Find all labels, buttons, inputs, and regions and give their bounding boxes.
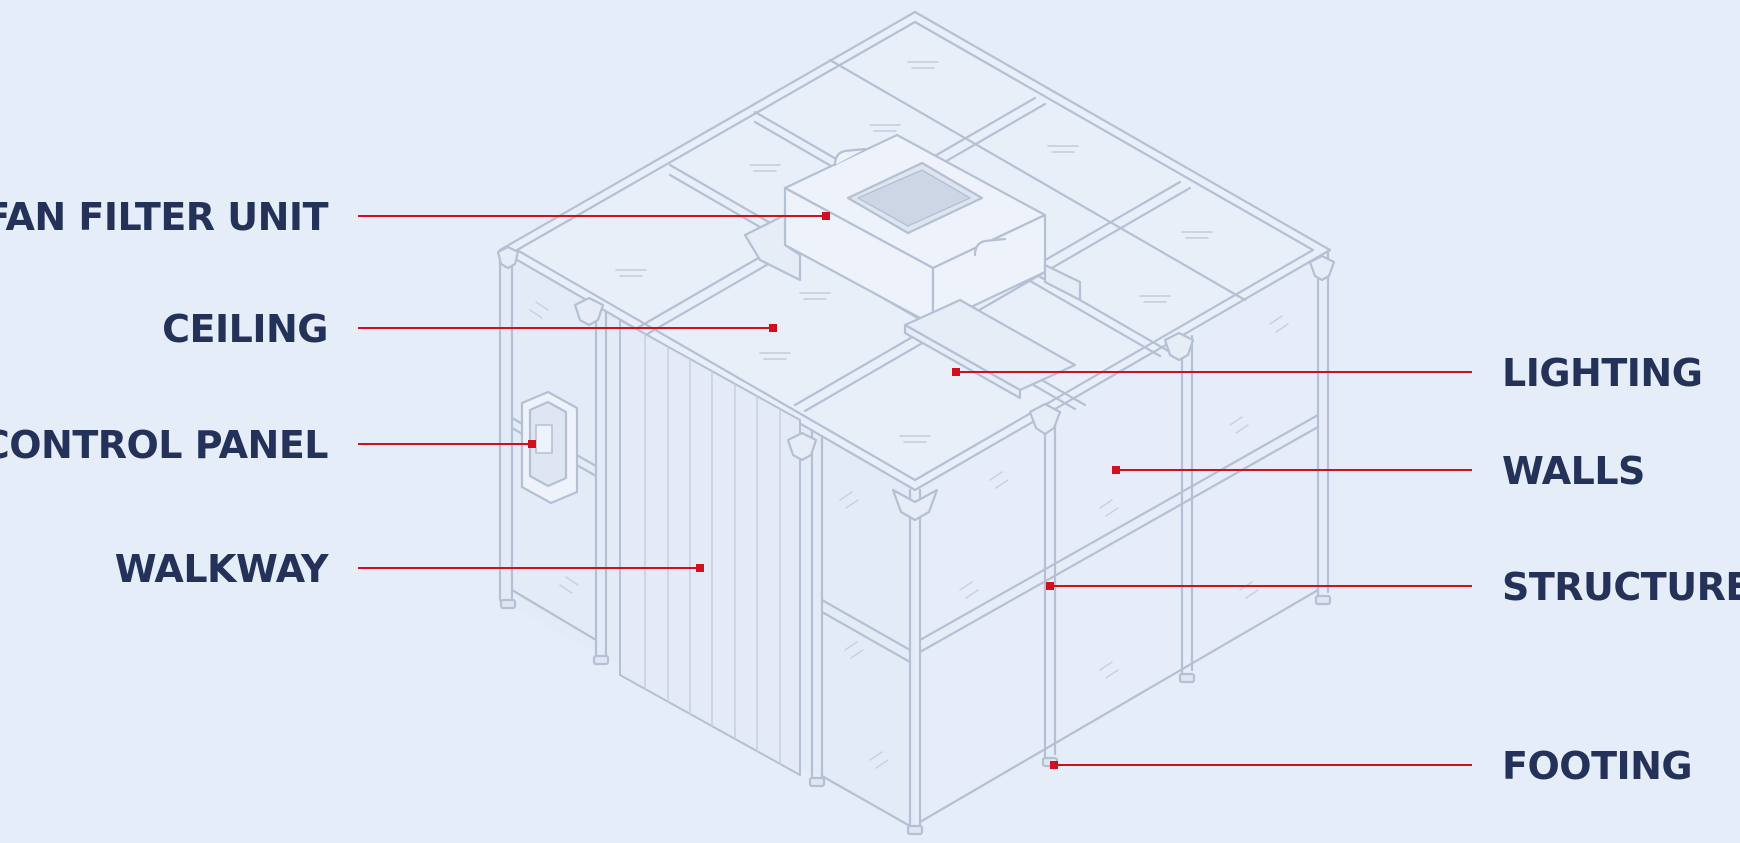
label-ceiling: CEILING: [162, 307, 328, 351]
control-panel-box: [520, 390, 579, 505]
marker-footing: [1050, 761, 1058, 769]
marker-ceiling: [769, 324, 777, 332]
marker-walkway: [696, 564, 704, 572]
marker-walls: [1112, 466, 1120, 474]
label-control-panel: CONTROL PANEL: [0, 423, 329, 467]
marker-fan-filter-unit: [822, 212, 830, 220]
label-walkway: WALKWAY: [114, 547, 329, 591]
marker-structure: [1046, 582, 1054, 590]
label-lighting: LIGHTING: [1502, 351, 1703, 395]
frame-posts: [498, 248, 1330, 832]
right-wall-surface: [915, 250, 1330, 830]
label-footing: FOOTING: [1502, 744, 1693, 788]
walkway-curtain: [619, 319, 801, 776]
label-structure: STRUCTURE: [1502, 565, 1740, 609]
label-fan-filter-unit: FAN FILTER UNIT: [0, 195, 328, 239]
wall-glass-marks: [529, 301, 1289, 769]
marker-control-panel: [528, 440, 536, 448]
marker-lighting: [952, 368, 960, 376]
fan-filter-unit-box: [743, 133, 1082, 327]
lighting-fixture: [903, 298, 1077, 400]
label-walls: WALLS: [1502, 449, 1645, 493]
ceiling-frame: [498, 10, 1332, 492]
ceiling-panel-marks: [615, 61, 1213, 443]
corner-brackets: [496, 245, 1336, 522]
